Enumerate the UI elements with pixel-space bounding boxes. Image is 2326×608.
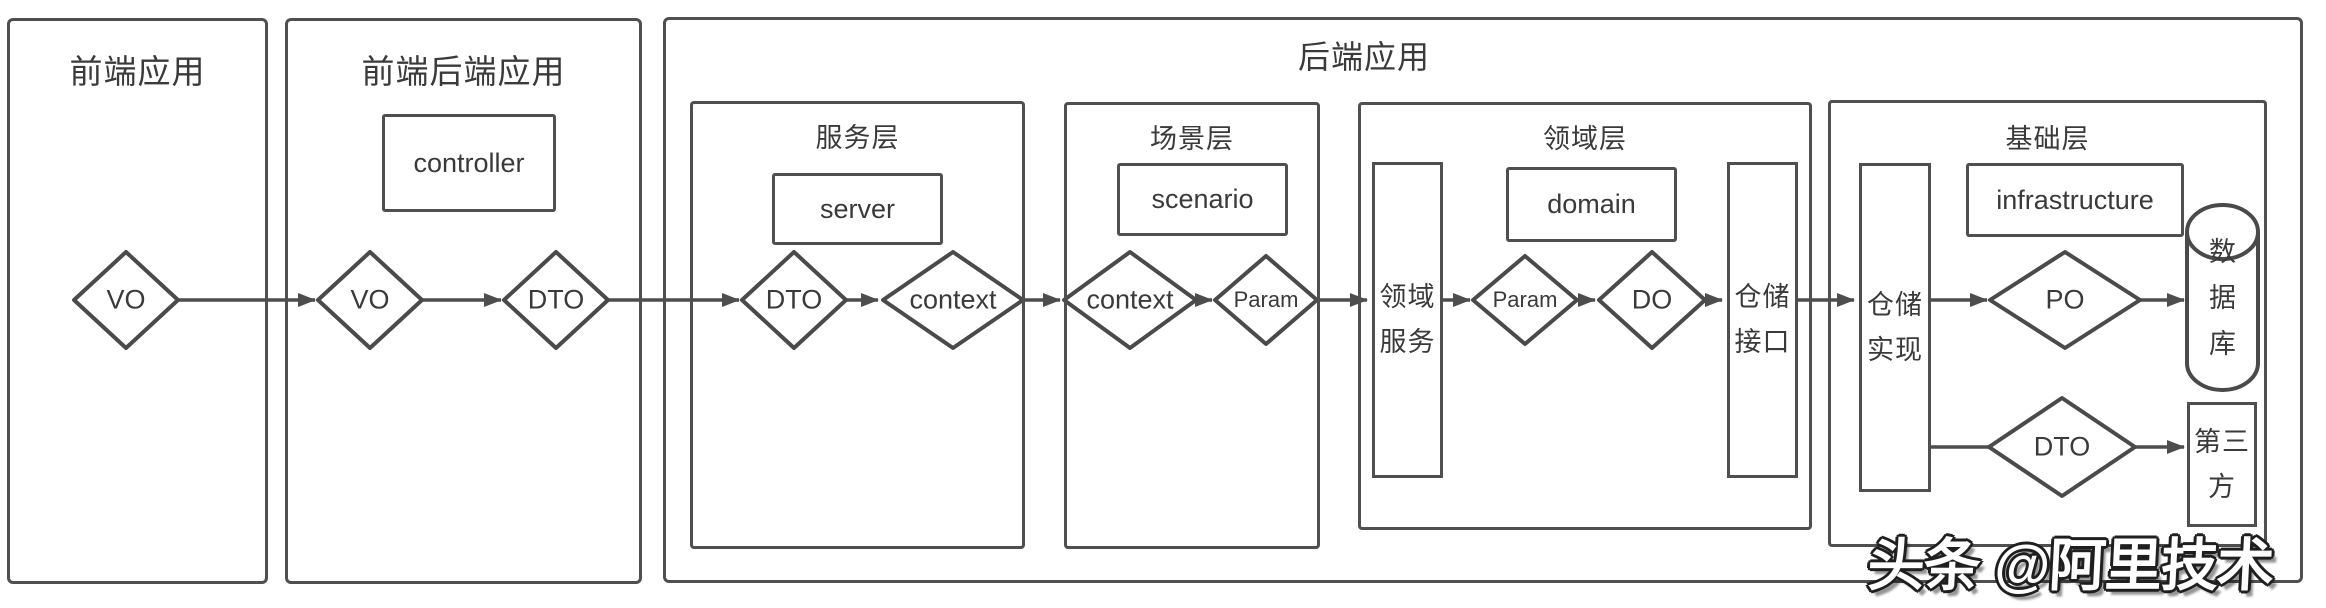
backend-app-title: 后端应用 [1297,39,1431,75]
service-layer-title: 服务层 [815,123,900,153]
repo-impl-box: 仓储实现 [1859,163,1931,492]
po-label-infra-layer: PO [2045,284,2085,315]
do-label-domain-layer: DO [1631,284,1673,315]
main-flow-arrows [178,293,2185,454]
domain-service-label: 领域服务 [1379,282,1436,357]
context-diamond-scenario-layer [1062,250,1198,350]
vo-label-frontend: VO [106,284,146,315]
vo-label-frontend-backend: VO [350,284,390,315]
diamond-nodes [72,250,2142,498]
repo-interface-label: 仓储接口 [1734,282,1791,357]
service-layer-box [690,101,1025,549]
dto-diamond-frontend-backend [502,250,610,350]
domain-layer-box [1358,102,1812,530]
dto-label-infra-layer: DTO [2033,431,2091,462]
controller-node: controller [382,114,556,212]
database-label: 数据库 [2209,237,2236,359]
dto-label-frontend-backend: DTO [527,284,585,315]
scenario-layer-box [1064,102,1320,549]
context-label-service-layer: context [909,284,997,315]
domain-layer-title: 领域层 [1543,124,1627,154]
dto-diamond-infra-layer [1987,396,2137,498]
database-cylinder [2185,203,2260,392]
frontend-app-container [7,18,268,584]
scenario-layer-title: 场景层 [1150,124,1234,154]
scenario-node: scenario [1117,163,1288,236]
po-diamond-infra-layer [1988,250,2142,350]
repo-interface-box: 仓储接口 [1727,162,1798,478]
third-party-box: 第三方 [2187,402,2257,527]
database-cylinder-top [2185,203,2260,261]
frontend-backend-app-title: 前端后端应用 [361,53,566,90]
repo-impl-label: 仓储实现 [1867,289,1923,365]
frontend-app-title: 前端应用 [69,53,206,90]
do-diamond-domain-layer [1597,250,1707,350]
infra-layer-title: 基础层 [2005,124,2090,154]
database-cylinder-body [2185,232,2260,392]
infrastructure-node: infrastructure [1966,163,2184,237]
context-label-scenario-layer: context [1086,284,1174,315]
dto-label-service-layer: DTO [765,284,823,315]
domain-node: domain [1506,167,1677,242]
server-node: server [772,173,943,245]
database-label-container: 数据库 [2192,208,2253,388]
backend-app-container [663,17,2303,583]
dto-diamond-service-layer [740,250,848,350]
toutiao-watermark: 头条 @阿里技术 [1866,534,2275,598]
third-party-label: 第三方 [2194,426,2250,502]
param-label-domain-layer: Param [1492,287,1558,312]
param-label-scenario-layer: Param [1233,287,1299,312]
domain-service-box: 领域服务 [1372,162,1443,478]
frontend-backend-app-container [285,18,642,584]
vo-diamond-frontend-backend [316,250,424,350]
vo-diamond-frontend [72,250,180,350]
infra-layer-box [1828,100,2267,547]
param-diamond-domain-layer [1471,254,1579,346]
